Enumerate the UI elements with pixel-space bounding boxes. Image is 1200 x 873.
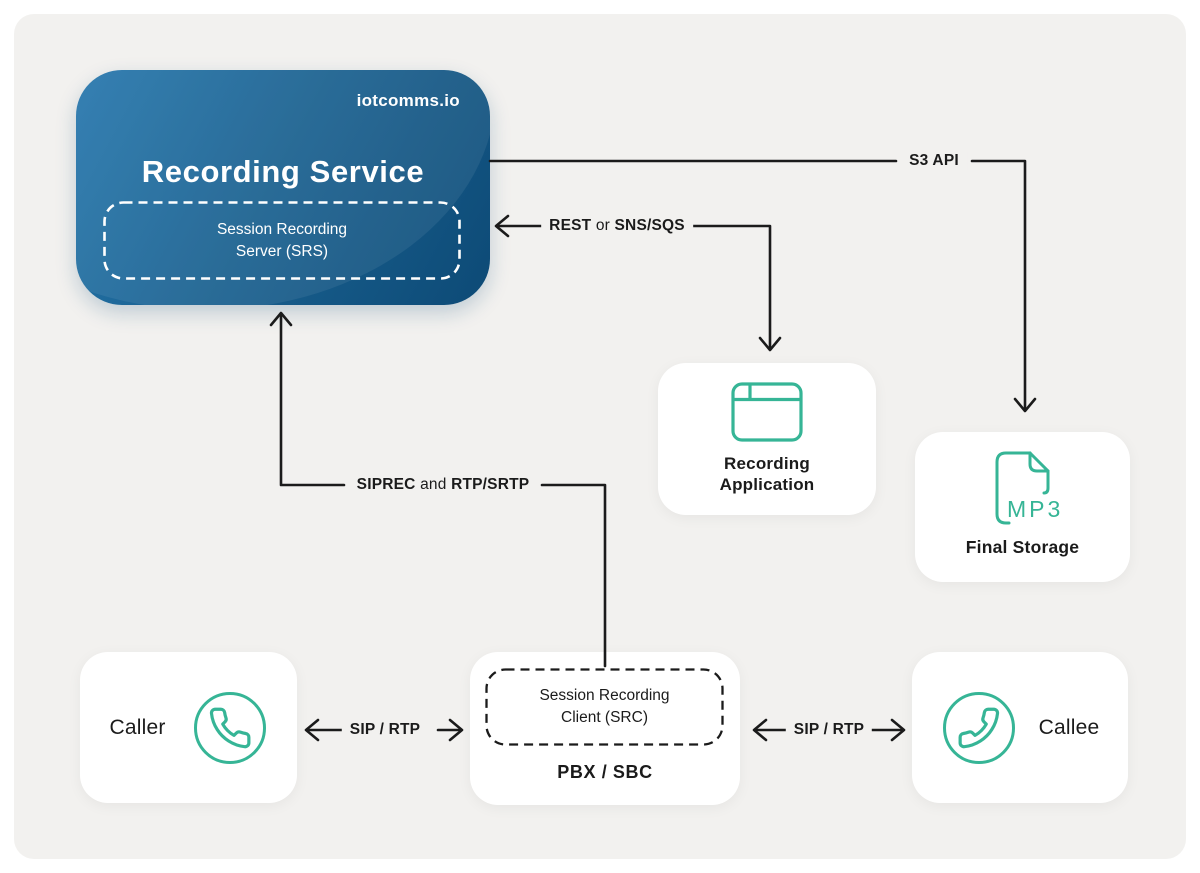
pbx-sbc-label: PBX / SBC	[557, 762, 653, 782]
edge-label-rest-bold1: REST	[549, 217, 592, 234]
recording-application-label-line2: Application	[719, 475, 815, 494]
recording-application-label: Recording Application	[720, 453, 815, 495]
edge-label-sip-rtp-right: SIP / RTP	[785, 721, 873, 739]
srs-label: Session Recording Server (SRS)	[103, 201, 461, 280]
edge-label-rest-mid: or	[591, 217, 615, 234]
edge-label-s3-api: S3 API	[901, 152, 967, 170]
caller-node: Caller	[80, 652, 297, 803]
recording-application-label-line1: Recording	[724, 454, 810, 473]
callee-label: Callee	[1038, 715, 1100, 739]
brand-text: iotcomms.io	[356, 91, 460, 110]
src-label-line1: Session Recording	[539, 687, 670, 704]
mp3-icon-text: MP3	[1007, 496, 1063, 522]
recording-application-node: Recording Application	[658, 363, 876, 515]
pbx-sbc-node: Session Recording Client (SRC) PBX / SBC	[470, 652, 740, 805]
phone-icon	[193, 691, 266, 764]
mp3-file-icon: MP3	[995, 451, 1063, 525]
edge-label-rest-sns-sqs: REST or SNS/SQS	[541, 217, 693, 235]
edge-label-siprec-mid: and	[415, 476, 452, 493]
caller-label: Caller	[109, 715, 166, 739]
phone-icon	[942, 691, 1015, 764]
src-dashed-border	[485, 668, 724, 746]
callee-node: Callee	[912, 652, 1128, 803]
edge-label-siprec-bold2: RTP/SRTP	[451, 476, 530, 493]
srs-label-line1: Session Recording	[216, 220, 348, 238]
final-storage-node: MP3 Final Storage	[915, 432, 1130, 582]
edge-label-rest-bold2: SNS/SQS	[614, 217, 685, 234]
recording-service-card: iotcomms.io Recording Service Session Re…	[76, 70, 490, 305]
edge-label-siprec-rtp-srtp: SIPREC and RTP/SRTP	[348, 476, 538, 494]
edge-label-sip-rtp-left: SIP / RTP	[341, 721, 429, 739]
src-label-line2: Client (SRC)	[561, 709, 648, 726]
src-label: Session Recording Client (SRC)	[485, 668, 724, 746]
edge-label-siprec-bold1: SIPREC	[356, 476, 416, 493]
final-storage-label: Final Storage	[965, 537, 1080, 557]
srs-label-line2: Server (SRS)	[235, 242, 329, 260]
src-dashed-box: Session Recording Client (SRC)	[485, 668, 724, 746]
browser-window-icon	[731, 382, 803, 442]
srs-dashed-box: Session Recording Server (SRS)	[103, 201, 461, 280]
recording-service-title: Recording Service	[141, 154, 425, 189]
srs-dashed-border	[103, 201, 461, 280]
